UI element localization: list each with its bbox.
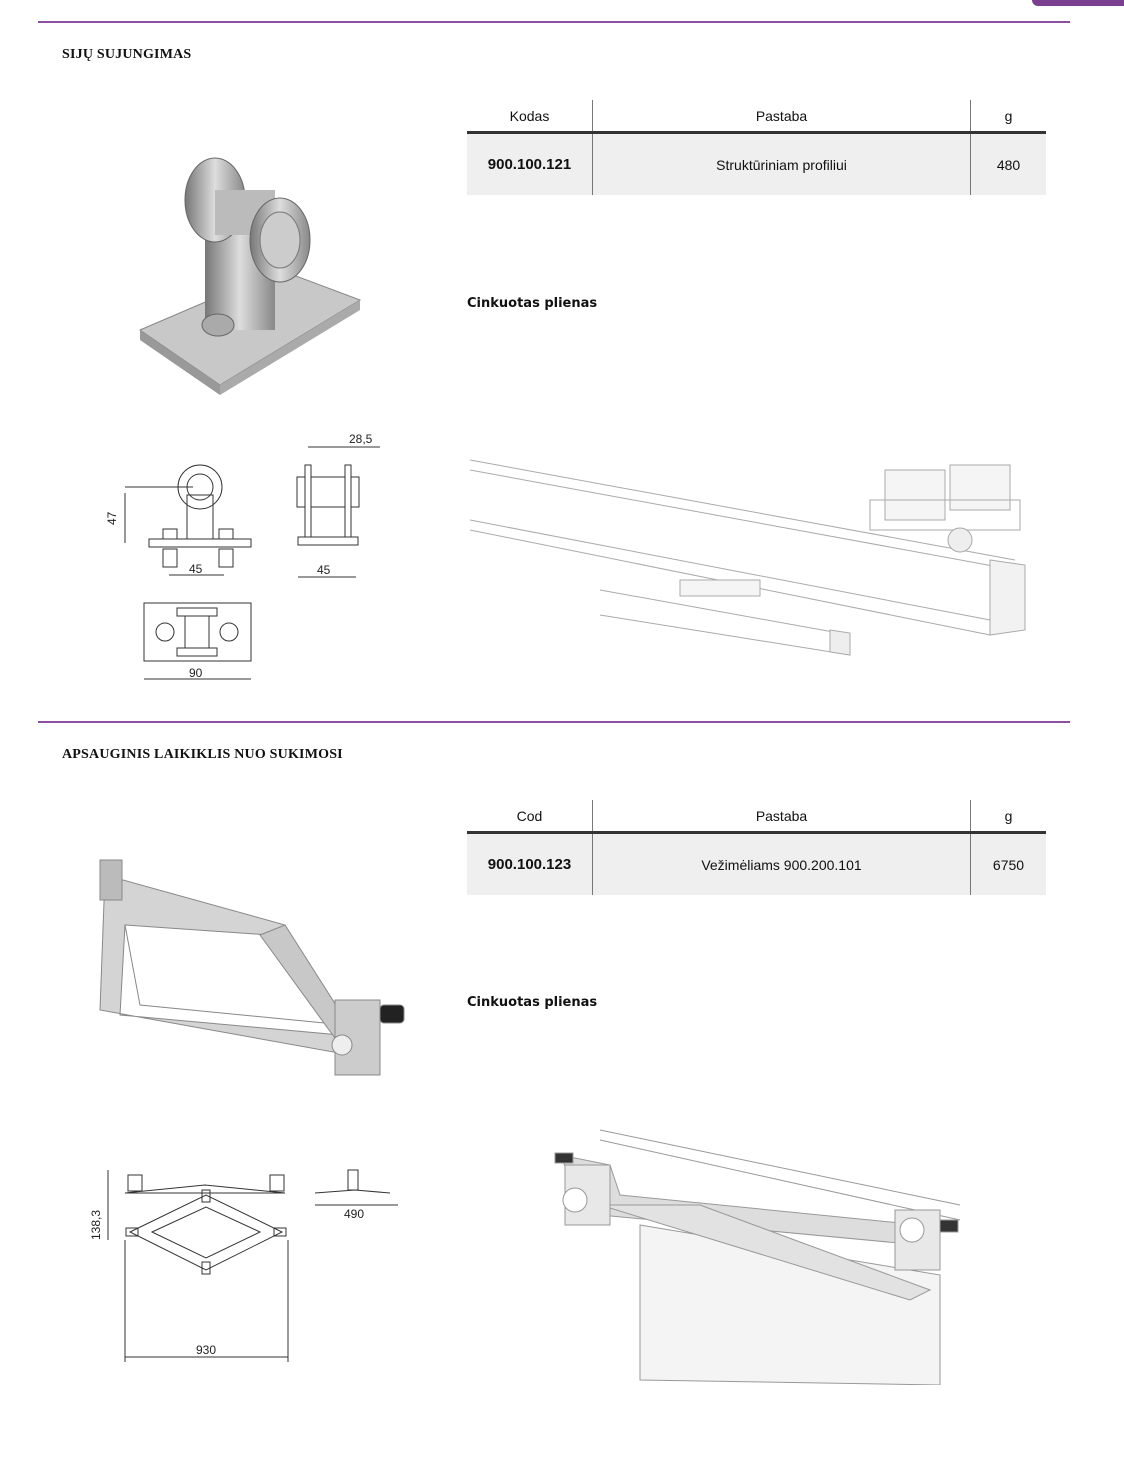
- product-code: 900.100.121: [467, 132, 593, 195]
- product-code: 900.100.123: [467, 832, 593, 895]
- section-divider: [38, 21, 1070, 23]
- page-corner-tab: [1032, 0, 1124, 6]
- section-title: APSAUGINIS LAIKIKLIS NUO SUKIMOSI: [62, 747, 343, 762]
- beam-connection-illustration: [470, 459, 1026, 656]
- col-header-note: Pastaba: [592, 800, 971, 834]
- section-title: SIJŲ SUJUNGIMAS: [62, 47, 192, 62]
- col-header-note: Pastaba: [592, 100, 971, 134]
- product-note: Vežimėliams 900.200.101: [592, 832, 971, 895]
- beam-connector-drawings: 47 45 28,5 45 90: [105, 432, 380, 680]
- col-header-weight: g: [970, 800, 1046, 834]
- section-divider: [38, 721, 1070, 723]
- dim-length: 930: [196, 1343, 216, 1357]
- product-table: Kodas Pastaba g 900.100.121 Struktūrinia…: [467, 100, 1046, 195]
- anti-rotation-illustration: [554, 1129, 961, 1385]
- table-row: 900.100.121 Struktūriniam profiliui 480: [467, 132, 1046, 195]
- product-weight: 480: [970, 132, 1046, 195]
- dim-length: 90: [189, 666, 203, 680]
- anti-rotation-holder-photo: [99, 859, 405, 1076]
- col-header-weight: g: [970, 100, 1046, 134]
- dim-height: 138,3: [89, 1210, 103, 1240]
- dim-width: 490: [344, 1207, 364, 1221]
- product-weight: 6750: [970, 832, 1046, 895]
- beam-connector-photo: [138, 157, 362, 395]
- dim-height: 47: [105, 511, 119, 525]
- table-row: 900.100.123 Vežimėliams 900.200.101 6750: [467, 832, 1046, 895]
- product-table: Cod Pastaba g 900.100.123 Vežimėliams 90…: [467, 800, 1046, 895]
- dim-width: 45: [317, 563, 331, 577]
- col-header-code: Cod: [467, 800, 593, 834]
- material-label: Cinkuotas plienas: [467, 995, 598, 1010]
- anti-rotation-holder-drawings: 138,3 490 930: [89, 1169, 398, 1362]
- col-header-code: Kodas: [467, 100, 593, 134]
- product-note: Struktūriniam profiliui: [592, 132, 971, 195]
- material-label: Cinkuotas plienas: [467, 296, 598, 311]
- dim-bolt-spacing: 45: [189, 562, 203, 576]
- dim-offset: 28,5: [349, 432, 373, 446]
